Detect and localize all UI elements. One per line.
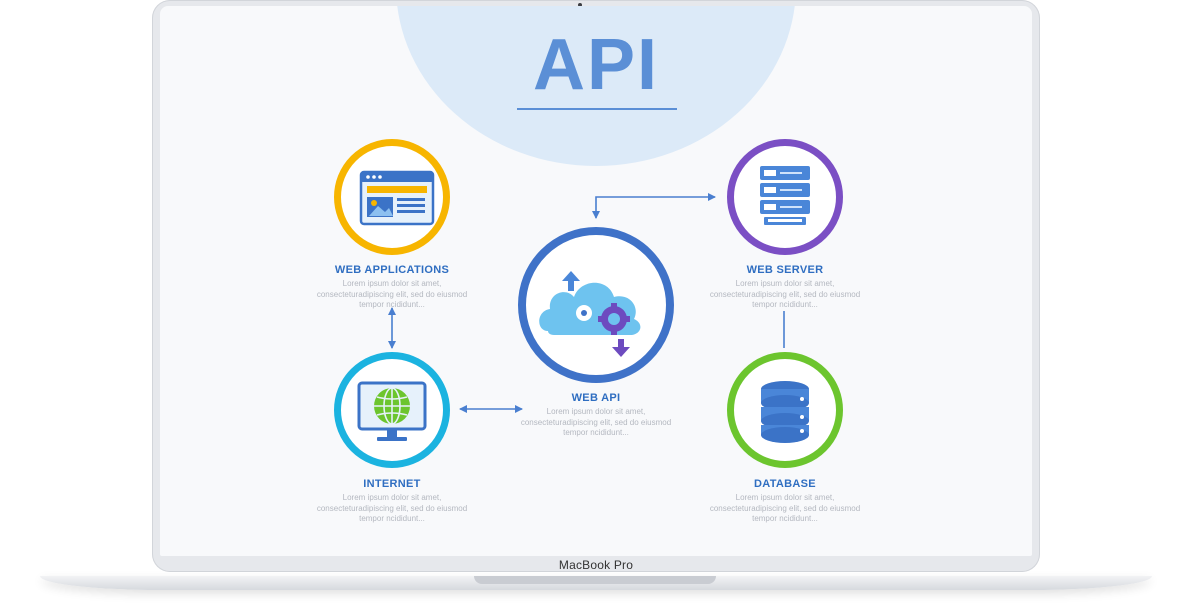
- browser-window-icon: [359, 170, 435, 226]
- node-title-web-api: WEB API: [571, 392, 621, 404]
- node-title-web-server: WEB SERVER: [746, 264, 824, 276]
- node-web-applications: [334, 139, 450, 255]
- connector-lines: [388, 193, 785, 413]
- node-description-web-api: Lorem ipsum dolor sit amet, consectetura…: [520, 407, 672, 437]
- node-internet: [334, 352, 450, 468]
- node-web-server: [727, 139, 843, 255]
- laptop-screen: API: [160, 6, 1032, 556]
- node-description-web-server: Lorem ipsum dolor sit amet, consectetura…: [709, 279, 861, 309]
- node-description-internet: Lorem ipsum dolor sit amet, consectetura…: [316, 493, 468, 523]
- camera-icon: [578, 3, 582, 7]
- device-label: MacBook Pro: [558, 558, 634, 572]
- cloud-gears-icon: [539, 271, 641, 357]
- diagram-title: API: [532, 25, 660, 105]
- node-title-database: DATABASE: [754, 478, 816, 490]
- connector-api-server: [592, 193, 716, 219]
- node-title-internet: INTERNET: [363, 478, 421, 490]
- database-icon: [761, 381, 809, 443]
- node-database: [727, 352, 843, 468]
- server-rack-icon: [760, 166, 810, 225]
- laptop-notch: [474, 576, 716, 584]
- title-underline: [517, 108, 677, 110]
- node-web-api: [518, 227, 674, 383]
- node-description-web-applications: Lorem ipsum dolor sit amet, consectetura…: [316, 279, 468, 309]
- node-description-database: Lorem ipsum dolor sit amet, consectetura…: [709, 493, 861, 523]
- globe-monitor-icon: [357, 381, 427, 441]
- node-title-web-applications: WEB APPLICATIONS: [334, 264, 450, 276]
